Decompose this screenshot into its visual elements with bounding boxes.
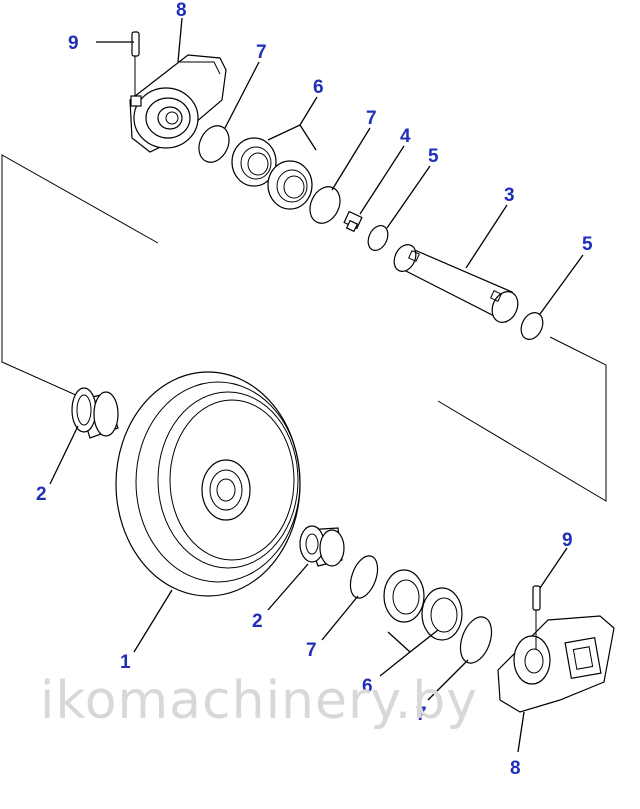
part-6-seal-a [231,137,277,187]
callout-5-top: 5 [428,146,439,167]
part-7-oring-d [459,616,493,664]
part-9-pin-top [131,31,140,96]
part-8-bracket-bottom [497,615,615,713]
callout-7-c: 7 [306,640,317,661]
callout-7-b: 7 [366,108,377,129]
callout-9-top: 9 [68,33,79,54]
callout-2-left: 2 [36,484,47,505]
callout-6-bottom: 6 [362,676,373,697]
part-7-oring-c [349,555,379,599]
assembly-projection-lines [1,154,607,502]
callout-7-d: 7 [416,704,427,725]
callout-3: 3 [504,185,515,206]
callout-4: 4 [400,126,411,147]
callout-6-top: 6 [313,77,324,98]
part-3-shaft [393,244,519,323]
part-6-seal-c [383,569,425,623]
callout-8-bottom: 8 [510,758,521,779]
part-2-bushing-left [71,387,119,439]
part-8-bracket-top [129,54,227,153]
part-6-seal-b [267,160,313,210]
callout-9-bottom: 9 [562,530,573,551]
callout-7-a: 7 [256,42,267,63]
callout-labels: 9 8 7 6 7 4 5 3 5 2 9 2 7 1 6 7 8 [36,0,593,779]
callout-2-bottom: 2 [252,611,263,632]
part-7-oring-a [198,125,230,163]
part-6-seal-d [421,587,463,641]
part-1-idler-wheel [115,371,301,597]
callout-8-top: 8 [176,0,187,21]
part-5-oring-b [520,312,544,340]
leader-lines [49,17,584,753]
part-4-plug [343,210,363,233]
part-2-bushing-bottom [299,525,345,567]
callout-1: 1 [120,652,131,673]
watermark-text: ikomachinery.by [40,671,478,731]
part-9-pin-bottom [532,585,541,650]
part-5-oring-a [367,225,389,251]
callout-5-right: 5 [582,234,593,255]
